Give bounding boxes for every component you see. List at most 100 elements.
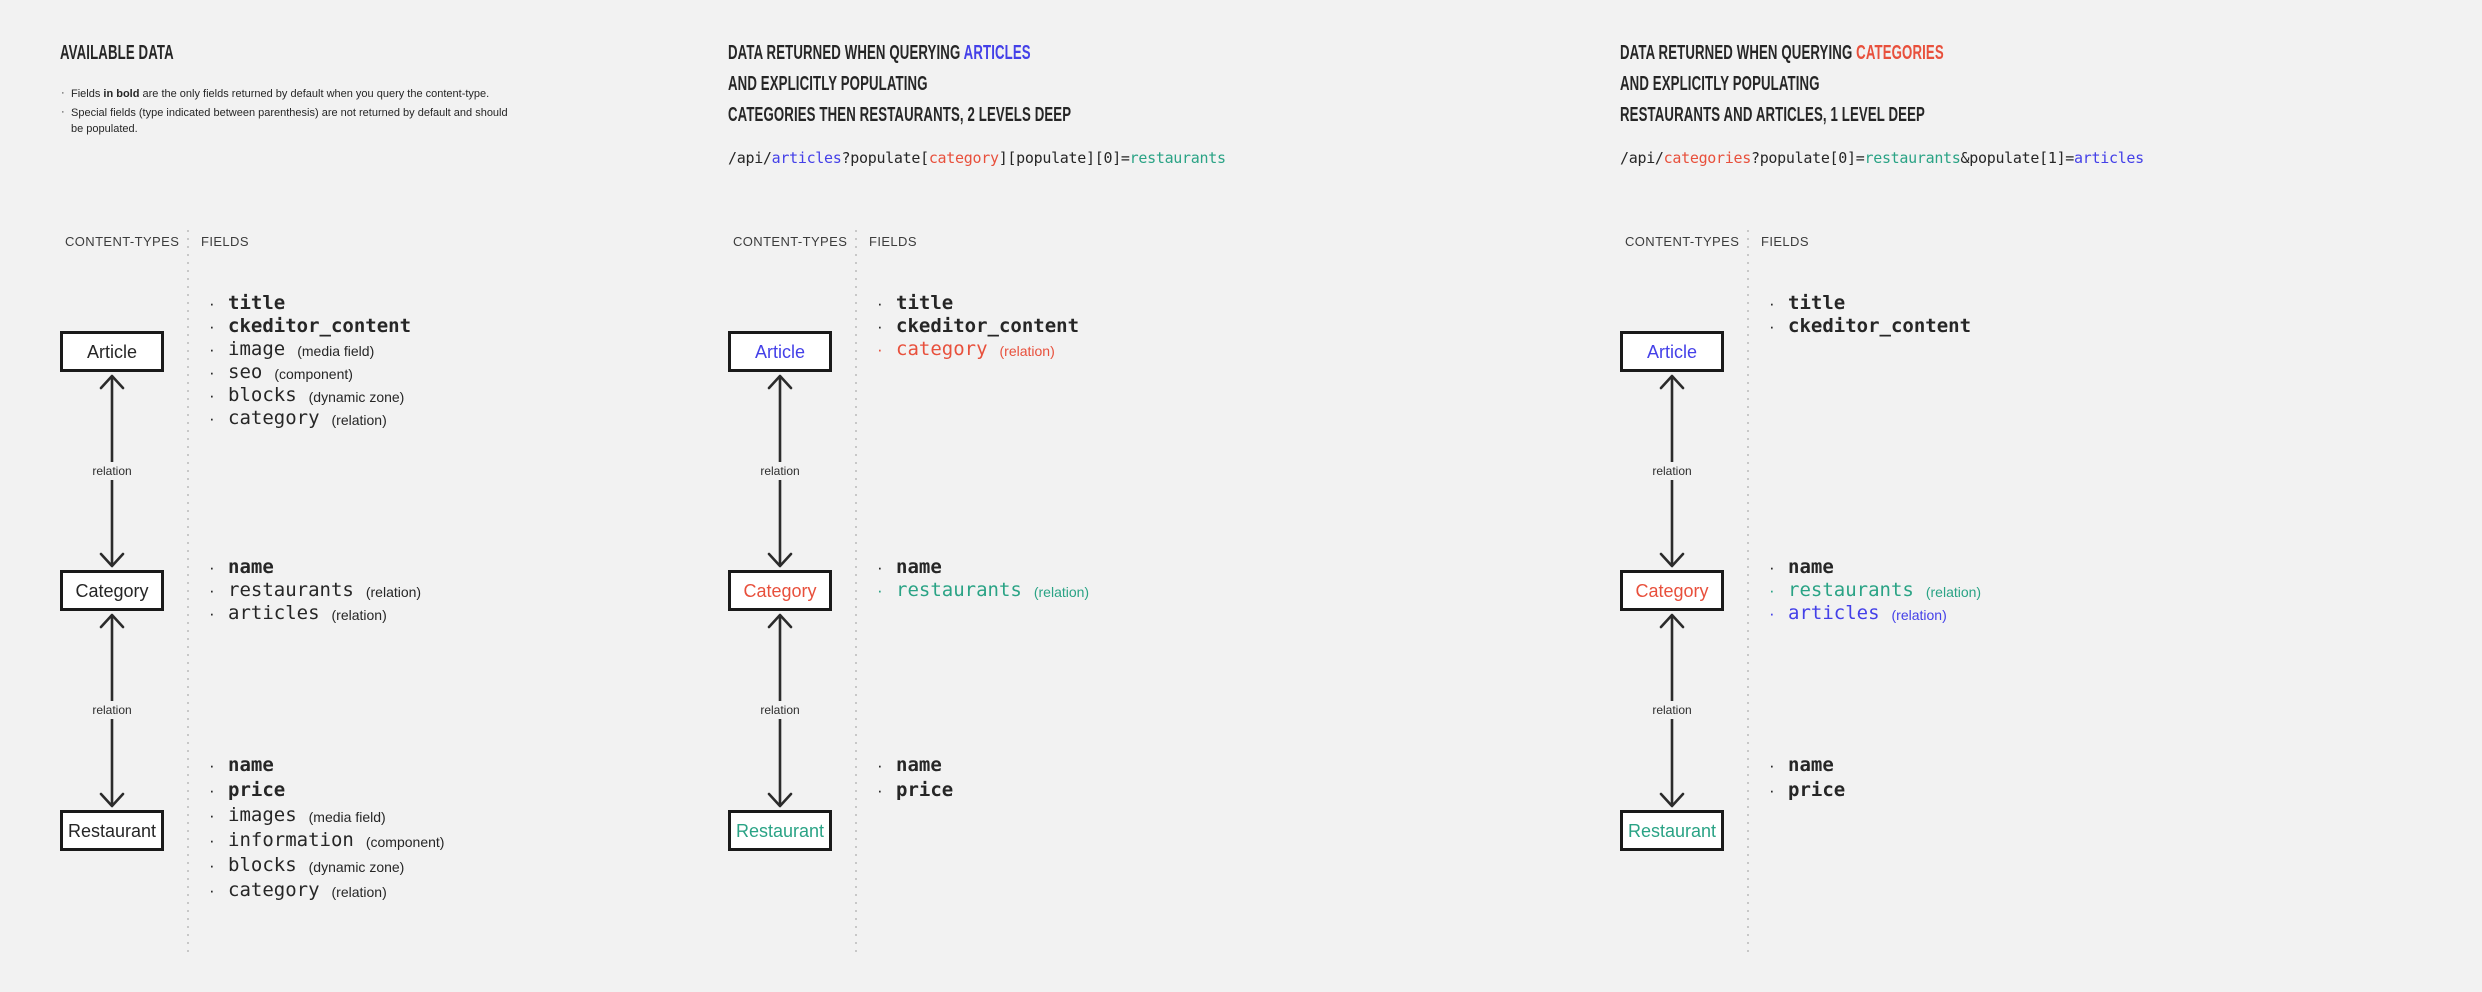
bullet-icon: ·	[877, 340, 883, 359]
bullet-icon: ·	[877, 781, 883, 800]
bullet-icon: ·	[1769, 604, 1775, 623]
field-name: articles	[1788, 602, 1880, 624]
field-row-restaurants: ·restaurants(relation)	[1767, 579, 1981, 602]
arrowhead-icon	[99, 552, 125, 568]
api-segment: ?populate[	[841, 149, 930, 167]
node-label: Category	[1635, 580, 1709, 601]
api-query: /api/categories?populate[0]=restaurants&…	[1620, 149, 2144, 167]
node-box-article: Article	[728, 331, 832, 372]
field-row-category: ·category(relation)	[875, 338, 1079, 361]
node-box-article: Article	[60, 331, 164, 372]
api-segment: articles	[771, 149, 842, 167]
node-label: Article	[754, 341, 805, 362]
bullet-icon: ·	[209, 581, 215, 600]
field-row-price: ·price	[875, 778, 953, 803]
field-row-name: ·name	[1767, 753, 1845, 778]
column-query-articles: DATA RETURNED WHEN QUERYING ARTICLES AND …	[728, 0, 1348, 992]
relation-label: relation	[1647, 462, 1697, 480]
field-name: information	[228, 829, 354, 851]
bullet-icon: ·	[877, 756, 883, 775]
field-name: ckeditor_content	[1788, 315, 1972, 337]
arrowhead-icon	[1659, 792, 1685, 808]
field-name: title	[228, 292, 286, 314]
node-box-category: Category	[1620, 570, 1724, 611]
field-row-ckeditor_content: ·ckeditor_content	[875, 315, 1079, 338]
content-types-header: CONTENT-TYPES	[1625, 234, 1740, 249]
arrowhead-icon	[99, 374, 125, 390]
arrowhead-icon	[1659, 374, 1685, 390]
column-title: DATA RETURNED WHEN QUERYING ARTICLES AND …	[728, 38, 1248, 131]
field-row-name: · name	[1767, 556, 1981, 579]
title-segment: AND EXPLICITLY POPULATING	[728, 73, 928, 95]
field-type: (relation)	[331, 411, 387, 428]
fields-article: · title·ckeditor_content·category(relatio…	[875, 292, 1079, 361]
node-label: Article	[86, 341, 137, 362]
field-name: restaurants	[896, 579, 1022, 601]
field-type: (media field)	[297, 342, 375, 359]
bullet-icon: ·	[209, 558, 215, 577]
field-name: name	[1788, 754, 1834, 776]
field-row-name: ·name	[207, 556, 421, 579]
field-name: category	[228, 407, 320, 429]
title-line: DATA RETURNED WHEN QUERYING ARTICLES	[728, 38, 1071, 69]
title-line: DATA RETURNED WHEN QUERYING CATEGORIES	[1620, 38, 1944, 69]
fields-article: ·title·ckeditor_content	[1767, 292, 1971, 338]
title-segment: RESTAURANTS AND ARTICLES, 1 LEVEL DEEP	[1620, 104, 1925, 126]
arrowhead-icon	[1659, 552, 1685, 568]
field-name: restaurants	[1788, 579, 1914, 601]
title-segment: ARTICLES	[963, 42, 1031, 64]
field-row-price: ·price	[1767, 778, 1845, 803]
field-row-price: ·price	[207, 778, 444, 803]
field-name: name	[1788, 556, 1834, 578]
bullet-icon: ·	[877, 581, 883, 600]
title-segment: CATEGORIES THEN RESTAURANTS, 2 LEVELS DE…	[728, 104, 1072, 126]
field-row-articles: ·articles(relation)	[207, 602, 421, 625]
field-type: (media field)	[308, 808, 386, 825]
note-segment: in bold	[103, 88, 140, 100]
bullet-icon: ·	[209, 781, 215, 800]
field-type: (relation)	[1033, 583, 1090, 600]
field-type: (component)	[365, 833, 445, 850]
fields-article: ·title·ckeditor_content·image(media fiel…	[207, 292, 411, 430]
field-type: (relation)	[365, 583, 422, 600]
bullet-icon: ·	[209, 881, 215, 900]
fields-restaurant: · name·price	[875, 753, 953, 803]
bullet-icon: ·	[877, 294, 883, 313]
bullet-icon: ·	[1769, 294, 1775, 313]
column-divider	[1747, 230, 1749, 957]
bullet-icon: ·	[1769, 558, 1775, 577]
relation-label: relation	[87, 701, 137, 719]
notes-list: ·Fields in bold are the only fields retu…	[61, 86, 519, 140]
field-name: title	[896, 292, 954, 314]
api-segment: /api/	[728, 149, 772, 167]
bullet-icon: ·	[209, 806, 215, 825]
node-box-restaurant: Restaurant	[60, 810, 164, 851]
field-name: name	[896, 754, 942, 776]
title-segment: CATEGORIES	[1856, 42, 1944, 64]
field-row-information: ·information(component)	[207, 828, 444, 853]
api-segment: category	[928, 149, 999, 167]
node-box-restaurant: Restaurant	[1620, 810, 1724, 851]
field-row-articles: ·articles(relation)	[1767, 602, 1981, 625]
field-name: seo	[228, 361, 263, 383]
bullet-icon: ·	[209, 856, 215, 875]
note-item: ·Special fields (type indicated between …	[61, 105, 519, 137]
title-line: AND EXPLICITLY POPULATING	[1620, 69, 1944, 100]
api-segment: categories	[1663, 149, 1752, 167]
api-segment: &populate[1]=	[1960, 149, 2075, 167]
title-segment: DATA RETURNED WHEN QUERYING	[1620, 42, 1857, 64]
node-box-category: Category	[728, 570, 832, 611]
api-segment: /api/	[1620, 149, 1664, 167]
fields-category: ·name·restaurants(relation)	[875, 556, 1089, 602]
field-row-category: ·category(relation)	[207, 878, 444, 903]
field-row-images: ·images(media field)	[207, 803, 444, 828]
field-name: blocks	[228, 384, 297, 406]
note-segment: are the only fields returned by default …	[139, 88, 490, 100]
title-line: AND EXPLICITLY POPULATING	[728, 69, 1071, 100]
column-divider	[855, 230, 857, 957]
fields-restaurant: ·name·price	[1767, 753, 1845, 803]
field-name: blocks	[228, 854, 297, 876]
fields-header: FIELDS	[869, 234, 917, 249]
